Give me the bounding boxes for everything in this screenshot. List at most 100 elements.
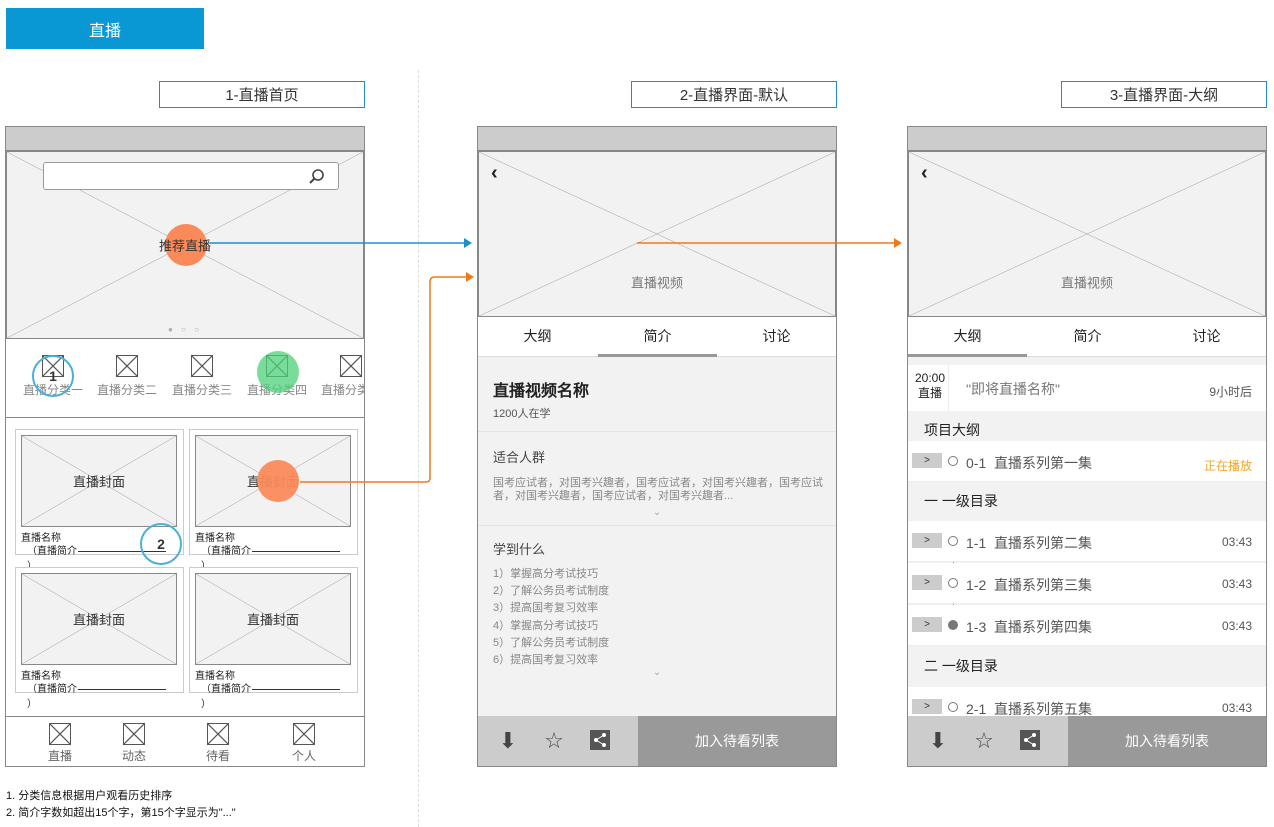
back-icon[interactable]: ‹	[491, 162, 498, 184]
star-icon[interactable]: ☆	[974, 728, 994, 753]
carousel-dots[interactable]: ● ○ ○	[168, 325, 202, 334]
expand-chevron-icon[interactable]: ⌄	[652, 667, 662, 678]
action-bar: ⬇ ☆ 加入待看列表	[908, 716, 1266, 766]
category-item[interactable]: 直播分类三	[167, 355, 237, 398]
phone-player-outline: ‹ 直播视频 大纲 简介 讨论 20:00 直播 "即将直播名称" 9小时后 项…	[907, 126, 1267, 767]
add-to-watchlist-button[interactable]: 加入待看列表	[638, 716, 836, 766]
live-cover: 直播封面	[21, 573, 177, 665]
chapter-heading: 二 一级目录	[908, 647, 1266, 683]
tab-feed[interactable]: 动态	[109, 723, 159, 764]
tab-intro[interactable]: 简介	[1073, 328, 1102, 344]
video-player[interactable]: ‹ 直播视频	[908, 151, 1266, 317]
star-icon[interactable]: ☆	[544, 728, 564, 753]
play-button[interactable]: >	[912, 533, 942, 548]
video-title: 直播视频名称	[493, 383, 590, 400]
audience-heading: 适合人群	[493, 450, 546, 465]
live-name: 直播名称	[195, 671, 235, 682]
desc-prefix: （直播简介	[27, 546, 77, 557]
upcoming-eta: 9小时后	[1209, 385, 1252, 399]
tab-outline[interactable]: 大纲	[908, 317, 1027, 357]
desc-suffix: ）	[201, 561, 211, 572]
live-card[interactable]: 直播封面 直播名称 （直播简介）	[15, 567, 184, 710]
category-label: 直播分类三	[171, 383, 232, 397]
episode-name: 直播系列第一集	[994, 455, 1093, 471]
live-desc: （直播简介）	[201, 542, 347, 572]
learn-item: 6）提高国考复习效率	[493, 654, 599, 667]
upcoming-kind: 直播	[917, 386, 942, 400]
episode-num: 0-1	[966, 455, 987, 471]
tab-label: 动态	[121, 749, 146, 763]
tab-label: 个人	[291, 749, 316, 763]
player-tabs: 大纲 简介 讨论	[478, 317, 836, 357]
tab-intro[interactable]: 简介	[598, 317, 717, 357]
category-item[interactable]: 直播分类五	[316, 355, 364, 398]
tab-watchlist[interactable]: 待看	[193, 723, 243, 764]
episode-num: 2-1	[966, 701, 987, 717]
episode-title: 2-1 直播系列第五集	[966, 699, 1092, 718]
play-button[interactable]: >	[912, 699, 942, 714]
timeline-node	[948, 578, 958, 588]
tab-profile[interactable]: 个人	[279, 723, 329, 764]
timeline-node	[948, 702, 958, 712]
play-button[interactable]: >	[912, 617, 942, 632]
phone-player-default: ‹ 直播视频 大纲 简介 讨论 直播视频名称 1200人在学 适合人群 国考应试…	[477, 126, 837, 767]
live-cover: 直播封面	[195, 573, 351, 665]
episode-title: 1-2 直播系列第三集	[966, 575, 1092, 595]
play-button[interactable]: >	[912, 453, 942, 468]
tab-live[interactable]: 直播	[35, 723, 85, 764]
header-tab-live[interactable]: 直播	[6, 8, 204, 49]
video-player[interactable]: ‹ 直播视频	[478, 151, 836, 317]
live-card[interactable]: 直播封面 直播名称 （直播简介）	[15, 429, 184, 572]
heading-label: 项目大纲	[924, 422, 980, 438]
timeline-node	[948, 620, 958, 630]
note-line: 1. 分类信息根据用户观看历史排序	[6, 790, 173, 802]
chapter-label: 一 一级目录	[924, 493, 998, 509]
learn-item: 1）掌握高分考试技巧	[493, 568, 599, 580]
share-icon[interactable]	[1018, 729, 1042, 753]
banner-label: 推荐直播	[158, 238, 211, 254]
episode-row[interactable]: > 1-3 直播系列第四集 03:43	[908, 605, 1266, 646]
section-label-home: 1-直播首页	[159, 81, 365, 108]
desc-prefix: （直播简介	[201, 684, 251, 695]
expand-chevron-icon[interactable]: ⌄	[652, 507, 662, 518]
back-icon[interactable]: ‹	[921, 162, 928, 184]
share-icon[interactable]	[588, 729, 612, 753]
hotspot-dot	[257, 351, 299, 393]
episode-name: 直播系列第二集	[994, 535, 1093, 551]
download-icon[interactable]: ⬇	[498, 728, 518, 753]
search-input[interactable]	[43, 162, 339, 190]
divider	[6, 417, 364, 418]
search-icon[interactable]	[308, 168, 326, 186]
add-to-watchlist-button[interactable]: 加入待看列表	[1068, 716, 1266, 766]
upcoming-name: "即将直播名称"	[966, 381, 1060, 397]
upcoming-live[interactable]: 20:00 直播 "即将直播名称" 9小时后	[908, 365, 1266, 411]
category-item[interactable]: 直播分类二	[92, 355, 162, 398]
live-desc: （直播简介）	[201, 680, 347, 710]
learn-item: 3）提高国考复习效率	[493, 602, 599, 615]
play-button[interactable]: >	[912, 575, 942, 590]
episode-row[interactable]: > 1-2 直播系列第三集 03:43	[908, 563, 1266, 604]
chapter-heading: 一 一级目录	[908, 482, 1266, 518]
live-card[interactable]: 直播封面 直播名称 （直播简介）	[189, 567, 358, 710]
arrow-head	[464, 238, 472, 248]
status-bar	[6, 127, 364, 151]
live-icon	[49, 723, 71, 745]
tab-discussion[interactable]: 讨论	[1192, 328, 1221, 344]
placeholder-cross	[909, 152, 1265, 316]
tab-outline[interactable]: 大纲	[523, 328, 552, 344]
divider	[478, 431, 836, 432]
live-name: 直播名称	[21, 533, 61, 544]
download-icon[interactable]: ⬇	[928, 728, 948, 753]
episode-row[interactable]: > 2-1 直播系列第五集 03:43	[908, 687, 1266, 718]
episode-num: 1-3	[966, 619, 987, 635]
banner[interactable]: 推荐直播 ● ○ ○	[6, 151, 364, 339]
note-line: 2. 简介字数如超出15个字，第15个字显示为"..."	[6, 807, 236, 819]
upcoming-time: 20:00	[914, 371, 946, 385]
section-label-outline: 3-直播界面-大纲	[1061, 81, 1267, 108]
episode-row[interactable]: > 1-1 直播系列第二集 03:43	[908, 521, 1266, 562]
cover-label: 直播封面	[246, 612, 299, 628]
episode-num: 1-1	[966, 535, 987, 551]
learn-list: 1）掌握高分考试技巧 2）了解公务员考试制度 3）提高国考复习效率 4）掌握高分…	[493, 566, 609, 669]
tab-discussion[interactable]: 讨论	[762, 328, 791, 344]
episode-row[interactable]: > 0-1 直播系列第一集 正在播放	[908, 441, 1266, 482]
